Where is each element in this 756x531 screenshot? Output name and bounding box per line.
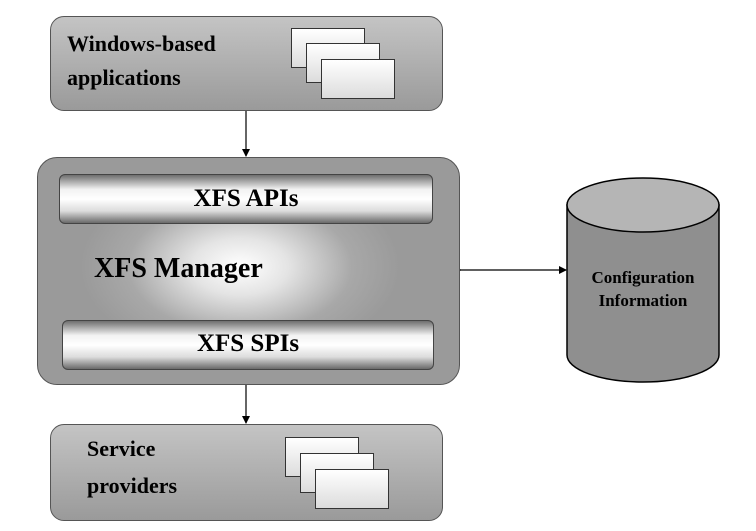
window-icon [315,469,389,509]
xfs-manager-box: XFS APIs XFS Manager XFS SPIs [37,157,460,385]
config-label-line1: Configuration [591,268,695,287]
apps-label-line1: Windows-based [67,31,216,56]
xfs-apis-bar: XFS APIs [59,174,433,224]
xfs-spis-bar: XFS SPIs [62,320,434,370]
config-database-cylinder [566,177,720,383]
xfs-apis-label: XFS APIs [193,185,299,212]
apps-label-line2: applications [67,65,181,90]
providers-label-line1: Service [87,436,156,461]
xfs-manager-title: XFS Manager [94,253,263,284]
providers-label-line2: providers [87,473,178,498]
window-icon [321,59,395,99]
providers-box: Service providers [50,424,443,521]
config-label-line2: Information [598,291,688,310]
xfs-spis-label: XFS SPIs [196,330,300,357]
apps-box: Windows-based applications [50,16,443,111]
